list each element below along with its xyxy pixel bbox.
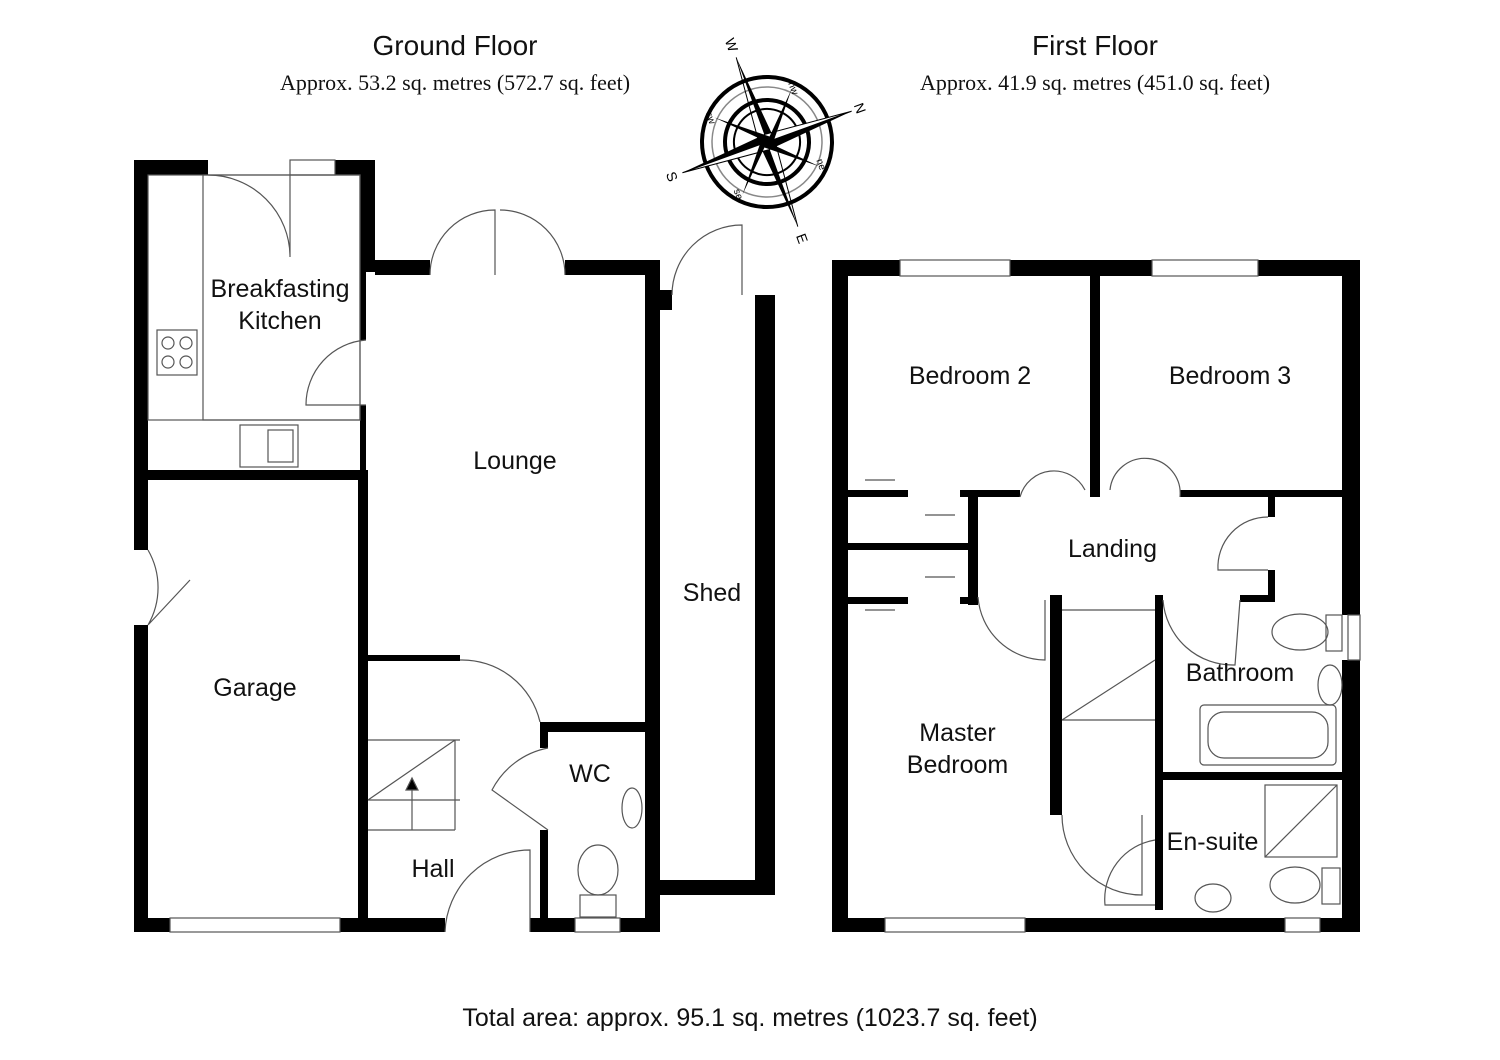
first-floor-fixtures <box>865 259 1361 933</box>
room-kitchen: Breakfasting Kitchen <box>210 275 350 335</box>
svg-text:ne: ne <box>813 158 827 173</box>
room-ensuite: En-suite <box>1166 828 1259 856</box>
room-landing: Landing <box>1068 535 1157 563</box>
ground-floor-fixtures <box>147 159 743 933</box>
total-area: Total area: approx. 95.1 sq. metres (102… <box>462 1004 1038 1032</box>
room-bedroom2: Bedroom 2 <box>908 362 1032 390</box>
room-bedroom3: Bedroom 3 <box>1168 362 1292 390</box>
ground-floor-area: Approx. 53.2 sq. metres (572.7 sq. feet) <box>279 70 631 95</box>
compass-rose: N S E W ne nw se sw <box>663 36 869 246</box>
compass-e: E <box>793 231 811 245</box>
room-hall: Hall <box>411 855 455 883</box>
room-garage: Garage <box>213 674 297 702</box>
compass-n: N <box>851 101 869 116</box>
ground-floor-title: Ground Floor <box>372 30 538 61</box>
svg-text:se: se <box>731 188 745 202</box>
room-shed: Shed <box>682 579 742 607</box>
room-bathroom: Bathroom <box>1185 659 1295 687</box>
svg-text:sw: sw <box>703 111 718 127</box>
compass-s: S <box>663 169 681 183</box>
ground-floor-walls <box>134 160 775 932</box>
compass-w: W <box>722 36 742 55</box>
first-floor-walls <box>832 260 1360 932</box>
first-floor-area: Approx. 41.9 sq. metres (451.0 sq. feet) <box>919 70 1271 95</box>
room-master-bedroom: Master Bedroom <box>906 719 1009 779</box>
svg-text:nw: nw <box>785 80 800 97</box>
room-wc: WC <box>569 760 611 788</box>
first-floor-title: First Floor <box>1032 30 1158 61</box>
room-lounge: Lounge <box>473 447 557 475</box>
